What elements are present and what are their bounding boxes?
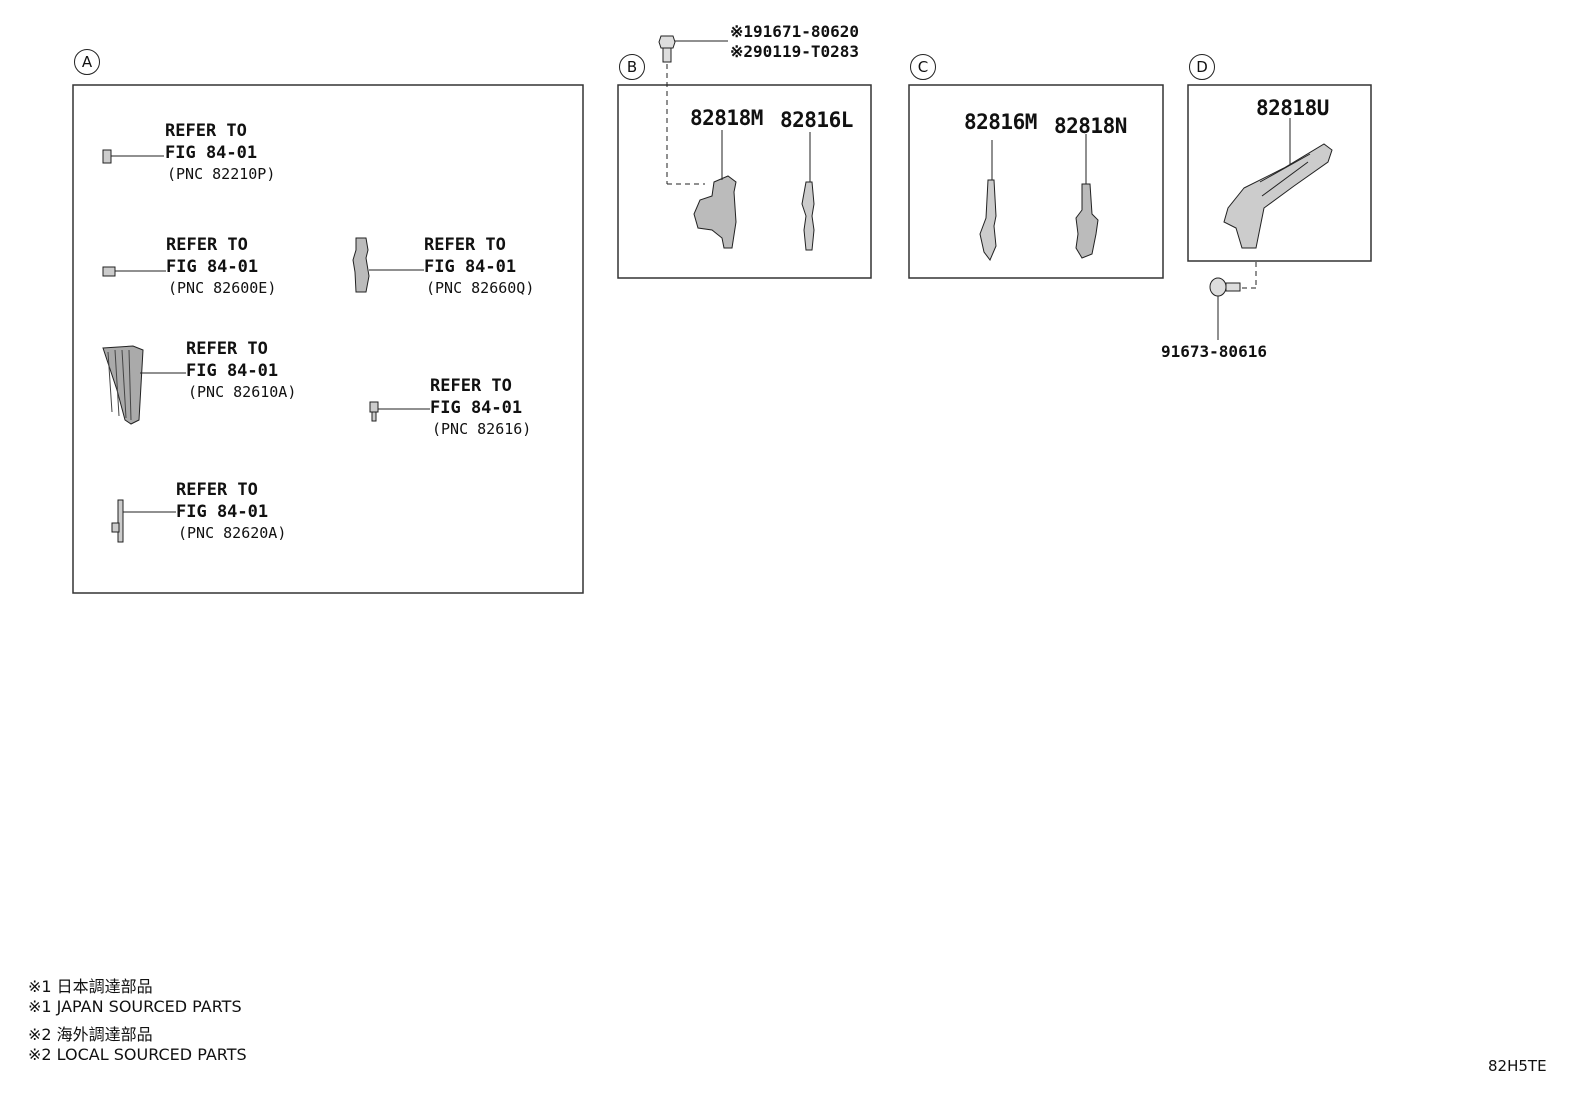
ref-line1: REFER TO bbox=[176, 480, 258, 500]
ref-line2: FIG 84-01 bbox=[176, 502, 269, 522]
section-a-box bbox=[72, 84, 584, 594]
bolt-icon-b bbox=[658, 35, 728, 185]
part-icon-82818m bbox=[693, 130, 737, 249]
ref-pnc: (PNC 82210P) bbox=[167, 165, 276, 183]
section-b-box bbox=[617, 84, 872, 279]
section-b-label: B bbox=[619, 54, 645, 80]
bolt-part-number-d[interactable]: 91673-80616 bbox=[1161, 342, 1267, 361]
part-icon-82210p bbox=[102, 149, 164, 164]
section-c-label: C bbox=[910, 54, 936, 80]
part-number-82818u[interactable]: 82818U bbox=[1256, 96, 1329, 120]
ref-pnc: (PNC 82610A) bbox=[188, 383, 297, 401]
part-number-82818n[interactable]: 82818N bbox=[1054, 114, 1127, 138]
diagram-code: 82H5TE bbox=[1488, 1057, 1547, 1075]
part-icon-82816l bbox=[801, 132, 815, 251]
note-1-jp: ※1 日本調達部品 bbox=[28, 977, 153, 996]
ref-line2: FIG 84-01 bbox=[166, 257, 259, 277]
section-d-box bbox=[1187, 84, 1372, 262]
ref-line1: REFER TO bbox=[166, 235, 248, 255]
ref-line1: REFER TO bbox=[424, 235, 506, 255]
part-icon-82600e bbox=[102, 266, 166, 277]
part-icon-82620a bbox=[111, 499, 176, 543]
bolt-part-number-1[interactable]: ※191671-80620 bbox=[730, 22, 859, 41]
ref-line2: FIG 84-01 bbox=[424, 257, 517, 277]
section-c-box bbox=[908, 84, 1164, 279]
note-2-jp: ※2 海外調達部品 bbox=[28, 1025, 153, 1044]
ref-line1: REFER TO bbox=[430, 376, 512, 396]
part-icon-82660q bbox=[352, 237, 424, 293]
ref-pnc: (PNC 82600E) bbox=[168, 279, 277, 297]
note-2-en: ※2 LOCAL SOURCED PARTS bbox=[28, 1045, 247, 1064]
part-icon-82818u bbox=[1223, 118, 1333, 289]
part-number-82816m[interactable]: 82816M bbox=[964, 110, 1037, 134]
part-number-82816l[interactable]: 82816L bbox=[780, 108, 853, 132]
ref-line2: FIG 84-01 bbox=[186, 361, 279, 381]
section-d-label: D bbox=[1189, 54, 1215, 80]
ref-line1: REFER TO bbox=[165, 121, 247, 141]
part-icon-82816m bbox=[979, 140, 997, 261]
part-number-82818m[interactable]: 82818M bbox=[690, 106, 763, 130]
part-icon-82610a bbox=[102, 345, 186, 425]
note-1-en: ※1 JAPAN SOURCED PARTS bbox=[28, 997, 242, 1016]
ref-line1: REFER TO bbox=[186, 339, 268, 359]
ref-line2: FIG 84-01 bbox=[165, 143, 258, 163]
part-icon-82818n bbox=[1075, 134, 1099, 259]
ref-pnc: (PNC 82620A) bbox=[178, 524, 287, 542]
bolt-icon-d bbox=[1209, 277, 1241, 340]
ref-line2: FIG 84-01 bbox=[430, 398, 523, 418]
bolt-part-number-2[interactable]: ※290119-T0283 bbox=[730, 42, 859, 61]
ref-pnc: (PNC 82660Q) bbox=[426, 279, 535, 297]
section-a-label: A bbox=[74, 49, 100, 75]
ref-pnc: (PNC 82616) bbox=[432, 420, 532, 438]
part-icon-82616 bbox=[369, 401, 430, 422]
